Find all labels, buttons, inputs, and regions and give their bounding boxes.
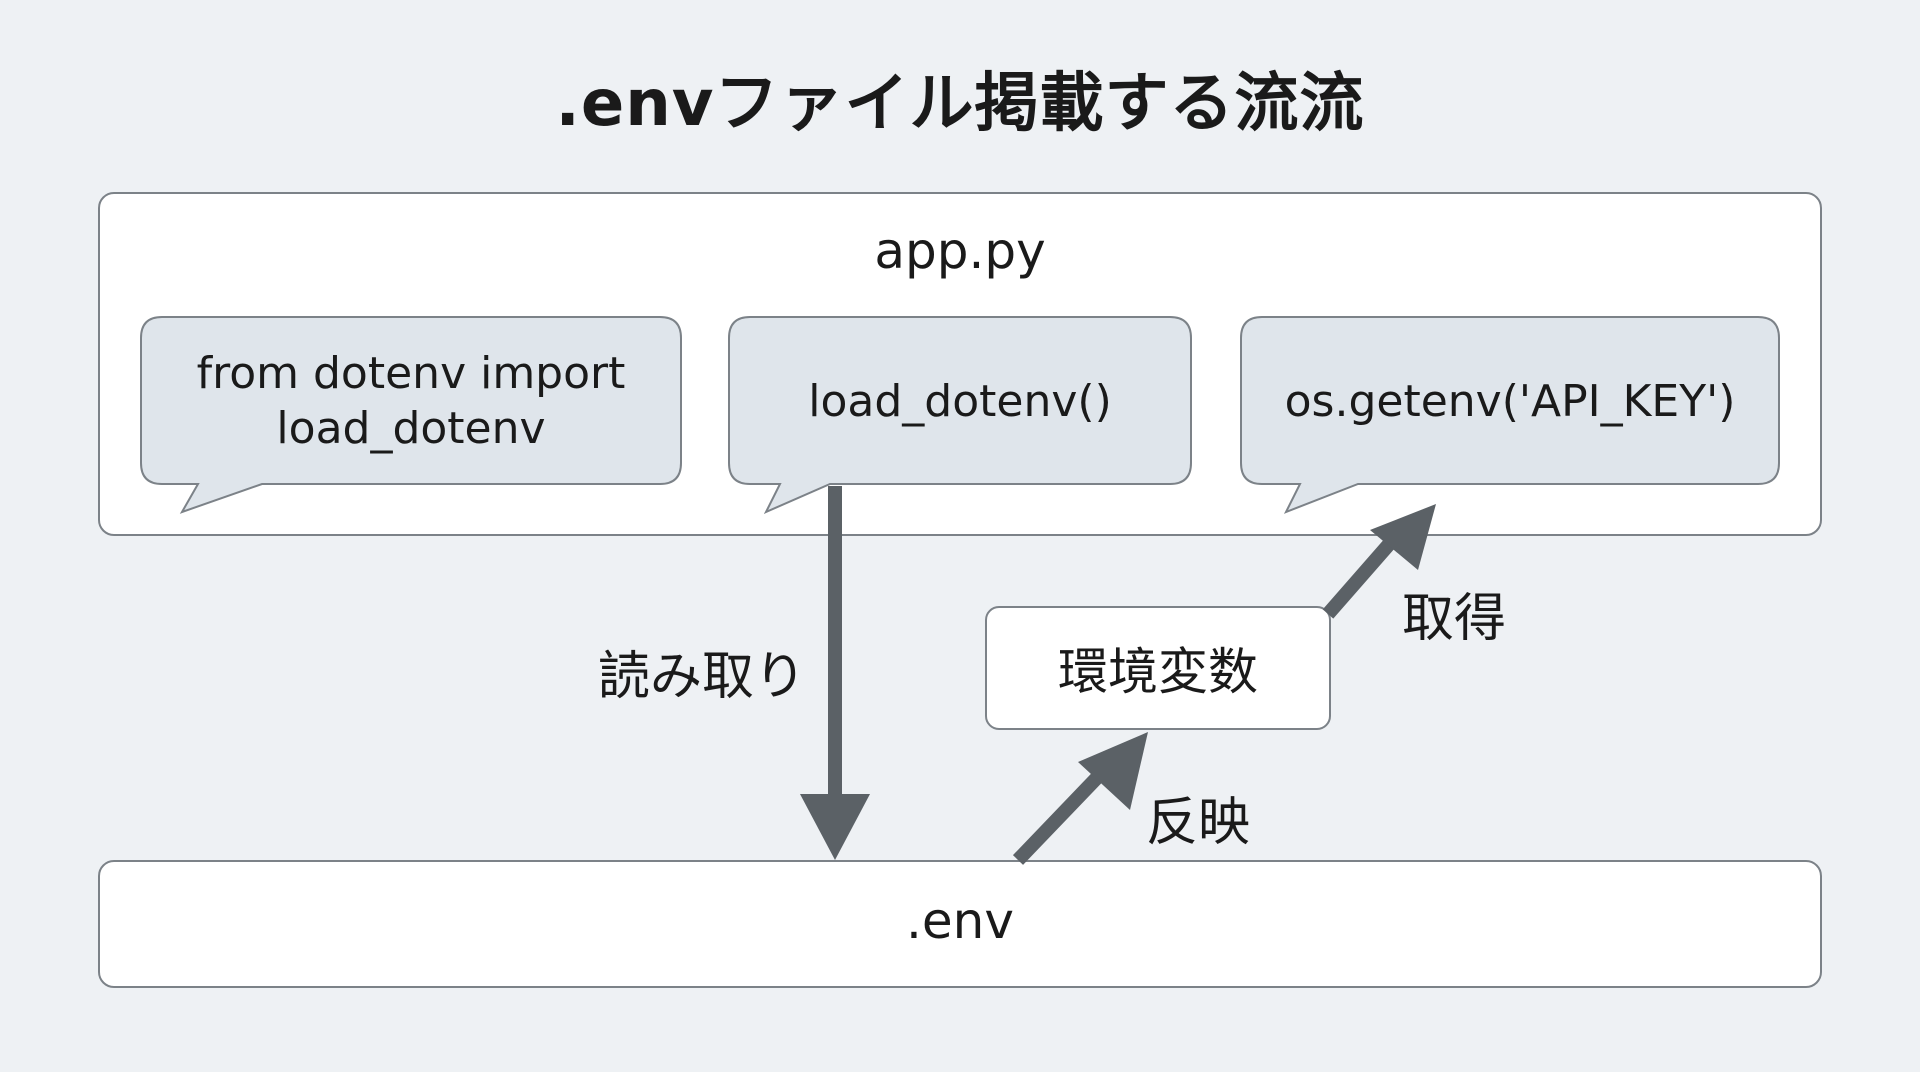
import-line-1: from dotenv import [196,348,626,399]
speech-bubble-shape [1240,316,1780,514]
read-label: 読み取り [598,647,807,707]
get-arrow [1322,504,1436,619]
import-bubble: from dotenv import load_dotenv [140,316,682,514]
read-arrow [800,486,870,860]
env-var-label: 環境変数 [1058,643,1258,701]
diagram-title: .envファイル掲載する流流 [555,67,1365,141]
getenv-bubble: os.getenv('API_KEY') [1240,316,1780,514]
get-label: 取得 [1402,589,1507,649]
reflect-arrow [1012,732,1148,865]
env-file-label: .env [906,892,1014,950]
load-dotenv-bubble: load_dotenv() [728,316,1192,515]
import-line-2: load_dotenv [276,403,546,454]
app-py-label: app.py [874,222,1046,280]
getenv-text: os.getenv('API_KEY') [1284,375,1736,427]
load-dotenv-text: load_dotenv() [808,375,1112,427]
env-var-box: 環境変数 [985,606,1331,730]
speech-bubble-shape [140,316,682,514]
env-file-panel: .env [98,860,1822,988]
speech-bubble-shape [728,316,1192,515]
reflect-label: 反映 [1146,793,1251,853]
